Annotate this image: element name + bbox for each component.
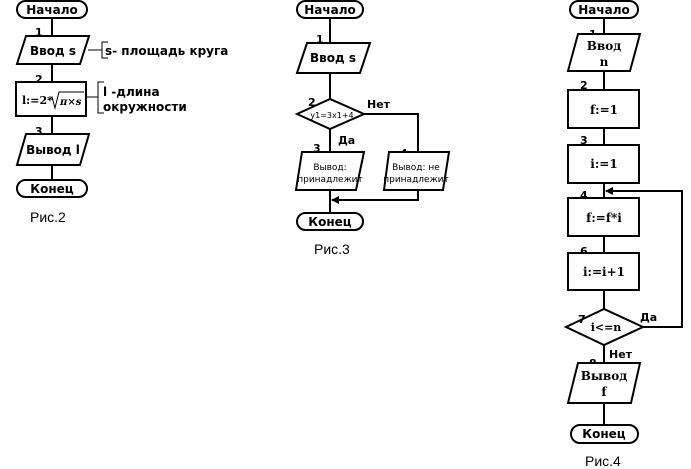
start-terminal <box>569 0 639 19</box>
block-number-3: 3 <box>35 125 43 138</box>
output-no-block <box>382 151 451 191</box>
start-label: Начало <box>304 3 356 17</box>
start-terminal <box>296 0 364 19</box>
block-number-1: 1 <box>35 26 43 39</box>
connector-merge <box>331 190 419 204</box>
output-block <box>15 133 91 166</box>
block-number-6: 6 <box>580 245 588 258</box>
figure-4: Начало 1 Ввод n 2 f:=1 3 i:=1 4 f:=f*i 6… <box>563 0 683 469</box>
input-block <box>15 35 91 65</box>
comment-area: s- площадь круга <box>105 44 228 58</box>
block-number-7: 7 <box>578 313 586 326</box>
input-block <box>295 42 372 74</box>
figure-3: Начало 1 Ввод s 2 y1=3x1+4 Нет Да 3 Выво… <box>294 0 451 257</box>
condition-label: y1=3x1+4 <box>310 111 353 120</box>
block-number-4: 4 <box>580 189 588 202</box>
process-i-init-label: i:=1 <box>590 157 617 171</box>
end-terminal <box>570 424 639 444</box>
branch-no-label: Нет <box>367 98 391 111</box>
end-label: Конец <box>308 215 351 229</box>
process-i-inc <box>567 252 640 291</box>
caption-fig2: Рис.2 <box>30 209 66 225</box>
decision-block <box>563 307 646 347</box>
process-f-init <box>567 89 640 129</box>
caption-fig3: Рис.3 <box>314 241 350 257</box>
output-no-line2: принадлежит <box>383 175 449 185</box>
process-f-mult <box>567 197 640 237</box>
end-terminal <box>16 179 88 198</box>
output-yes-line1: Вывод: <box>313 163 346 173</box>
block-number-2: 2 <box>308 96 316 109</box>
comment-length-2: окружности <box>103 100 187 114</box>
end-label: Конец <box>582 427 625 441</box>
sqrt-sign <box>48 91 84 110</box>
output-label-line1: Вывод <box>581 369 628 383</box>
start-terminal <box>16 0 88 19</box>
comment-bracket <box>101 41 108 59</box>
block-number-3: 3 <box>313 142 321 155</box>
decision-block <box>294 97 367 131</box>
process-f-init-label: f:=1 <box>590 103 618 117</box>
input-label-line2: n <box>600 55 609 69</box>
output-yes-line2: принадлежит <box>297 175 363 185</box>
process-i-init <box>567 144 640 184</box>
formula-left: l:=2* <box>22 94 53 107</box>
block-number-2: 2 <box>580 79 588 92</box>
input-label: Ввод s <box>30 44 76 58</box>
input-block <box>566 33 642 72</box>
formula-radicand: π×s <box>59 97 82 108</box>
end-terminal <box>296 212 364 231</box>
figure-2: Начало 1 Ввод s s- площадь круга 2 l:=2*… <box>15 0 228 225</box>
start-label: Начало <box>26 3 78 17</box>
block-number-2: 2 <box>35 73 43 86</box>
process-i-inc-label: i:=i+1 <box>583 265 625 279</box>
condition-label: i<=n <box>591 321 622 334</box>
comment-bracket <box>97 81 104 114</box>
output-label: Вывод l <box>26 143 80 157</box>
output-label-line2: f <box>601 385 607 399</box>
block-number-3: 3 <box>580 134 588 147</box>
branch-yes-label: Да <box>338 134 355 147</box>
output-no-line1: Вывод: не <box>392 163 440 173</box>
branch-no-label: Нет <box>609 348 633 361</box>
output-yes-block <box>294 151 366 191</box>
branch-yes-label: Да <box>640 311 657 324</box>
loop-back-connector <box>605 187 683 328</box>
connector-no <box>364 113 419 152</box>
caption-fig4: Рис.4 <box>585 453 621 469</box>
end-label: Конец <box>30 182 73 196</box>
comment-length-1: l -длина <box>103 85 160 99</box>
input-label: Ввод s <box>310 51 356 65</box>
input-label-line1: Ввод <box>587 39 621 53</box>
process-f-mult-label: f:=f*i <box>586 211 622 225</box>
block-number-1: 1 <box>316 33 324 46</box>
process-block <box>15 81 87 117</box>
start-label: Начало <box>578 3 630 17</box>
output-block <box>566 362 642 404</box>
